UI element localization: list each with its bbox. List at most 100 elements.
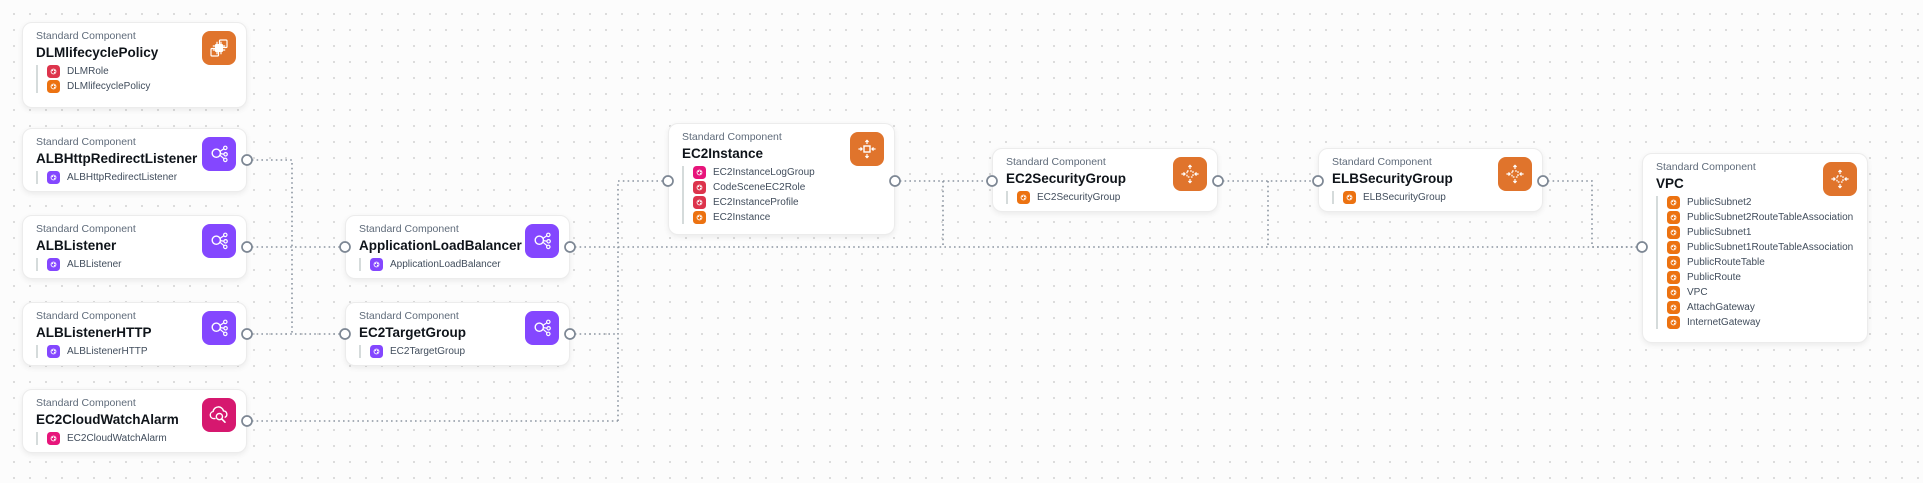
instance-profile-icon xyxy=(693,196,706,209)
component-title: EC2SecurityGroup xyxy=(1006,171,1127,186)
resource-item[interactable]: PublicRouteTable xyxy=(1667,256,1855,269)
resource-label: PublicSubnet2 xyxy=(1687,197,1752,208)
component-card-albhttpredirectlistener[interactable]: Standard Component ALBHttpRedirectListen… xyxy=(22,128,247,192)
component-card-ec2targetgroup[interactable]: Standard Component EC2TargetGroup EC2Tar… xyxy=(345,302,570,366)
card-header: Standard Component EC2SecurityGroup xyxy=(1006,156,1207,191)
resource-label: PublicSubnet1RouteTableAssociation xyxy=(1687,242,1854,253)
resource-label: ApplicationLoadBalancer xyxy=(390,259,501,270)
resource-item[interactable]: VPC xyxy=(1667,286,1855,299)
resource-label: ALBListenerHTTP xyxy=(67,346,148,357)
port-vpc-in[interactable] xyxy=(1636,241,1648,253)
port-ec2securitygroup-in[interactable] xyxy=(986,175,998,187)
resource-item[interactable]: EC2TargetGroup xyxy=(370,345,557,358)
resource-item[interactable]: PublicSubnet1 xyxy=(1667,226,1855,239)
component-card-alblistenerhttp[interactable]: Standard Component ALBListenerHTTP ALBLi… xyxy=(22,302,247,366)
resource-item[interactable]: AttachGateway xyxy=(1667,301,1855,314)
route-table-association-icon xyxy=(1667,241,1680,254)
resource-label: PublicRoute xyxy=(1687,272,1741,283)
component-type-label: Standard Component xyxy=(1006,156,1106,168)
port-ec2instance-in[interactable] xyxy=(662,175,674,187)
resource-item[interactable]: ALBListener xyxy=(47,258,234,271)
resource-label: EC2TargetGroup xyxy=(390,346,466,357)
resource-label: PublicSubnet1 xyxy=(1687,227,1752,238)
target-group-icon xyxy=(370,345,383,358)
vpc-icon xyxy=(1667,286,1680,299)
load-balancer-icon xyxy=(202,224,236,258)
resource-item[interactable]: ALBHttpRedirectListener xyxy=(47,171,234,184)
component-type-label: Standard Component xyxy=(359,223,459,235)
resource-item[interactable]: DLMRole xyxy=(47,65,234,78)
component-type-label: Standard Component xyxy=(36,30,136,42)
resource-item[interactable]: ELBSecurityGroup xyxy=(1343,191,1530,204)
resource-list: PublicSubnet2 PublicSubnet2RouteTableAss… xyxy=(1656,196,1855,329)
resource-item[interactable]: EC2Instance xyxy=(693,211,882,224)
cloudwatch-alarm-icon xyxy=(47,432,60,445)
resource-item[interactable]: DLMlifecyclePolicy xyxy=(47,80,234,93)
resource-item[interactable]: PublicSubnet2RouteTableAssociation xyxy=(1667,211,1855,224)
port-albhttpredirectlistener-out[interactable] xyxy=(241,154,253,166)
resource-item[interactable]: PublicSubnet1RouteTableAssociation xyxy=(1667,241,1855,254)
port-ec2instance-out[interactable] xyxy=(889,175,901,187)
resource-item[interactable]: EC2InstanceProfile xyxy=(693,196,882,209)
port-elbsecuritygroup-in[interactable] xyxy=(1312,175,1324,187)
resource-item[interactable]: PublicSubnet2 xyxy=(1667,196,1855,209)
card-header: Standard Component EC2TargetGroup xyxy=(359,310,559,345)
connection-riser-to-ec2instance xyxy=(617,180,668,421)
resource-item[interactable]: EC2CloudWatchAlarm xyxy=(47,432,234,445)
port-ec2cloudwatchalarm-out[interactable] xyxy=(241,415,253,427)
resource-item[interactable]: EC2SecurityGroup xyxy=(1017,191,1205,204)
lifecycle-policy-icon xyxy=(47,80,60,93)
component-card-alblistener[interactable]: Standard Component ALBListener ALBListen… xyxy=(22,215,247,279)
resource-label: EC2Instance xyxy=(713,212,771,223)
component-card-ec2cloudwatchalarm[interactable]: Standard Component EC2CloudWatchAlarm EC… xyxy=(22,389,247,453)
resource-list: ApplicationLoadBalancer xyxy=(359,258,557,271)
resource-item[interactable]: InternetGateway xyxy=(1667,316,1855,329)
resource-label: AttachGateway xyxy=(1687,302,1755,313)
resource-list: DLMRole DLMlifecyclePolicy xyxy=(36,65,234,93)
resource-label: DLMRole xyxy=(67,66,109,77)
listener-icon xyxy=(47,171,60,184)
card-header: Standard Component EC2CloudWatchAlarm xyxy=(36,397,236,432)
resource-label: CodeSceneEC2Role xyxy=(713,182,806,193)
resource-list: EC2SecurityGroup xyxy=(1006,191,1205,204)
component-title: ELBSecurityGroup xyxy=(1332,171,1453,186)
component-card-ec2securitygroup[interactable]: Standard Component EC2SecurityGroup EC2S… xyxy=(992,148,1218,212)
connection-albhttpredirect-trunk xyxy=(247,159,293,334)
gateway-attachment-icon xyxy=(1667,301,1680,314)
target-group-icon xyxy=(525,311,559,345)
load-balancer-icon xyxy=(525,224,559,258)
component-card-dlmlifecyclepolicy[interactable]: Standard Component DLMlifecyclePolicy DL… xyxy=(22,22,247,108)
port-ec2securitygroup-out[interactable] xyxy=(1212,175,1224,187)
component-type-label: Standard Component xyxy=(1656,161,1756,173)
port-alblistenerhttp-out[interactable] xyxy=(241,328,253,340)
port-alblistener-out[interactable] xyxy=(241,241,253,253)
resource-label: ALBListener xyxy=(67,259,122,270)
resource-item[interactable]: ALBListenerHTTP xyxy=(47,345,234,358)
component-title: EC2TargetGroup xyxy=(359,325,467,340)
port-elbsecuritygroup-out[interactable] xyxy=(1537,175,1549,187)
component-type-label: Standard Component xyxy=(36,223,136,235)
port-applicationloadbalancer-in[interactable] xyxy=(339,241,351,253)
component-card-elbsecuritygroup[interactable]: Standard Component ELBSecurityGroup ELBS… xyxy=(1318,148,1543,212)
component-type-label: Standard Component xyxy=(1332,156,1432,168)
port-ec2targetgroup-out[interactable] xyxy=(564,328,576,340)
security-group-icon xyxy=(1173,157,1207,191)
port-ec2targetgroup-in[interactable] xyxy=(339,328,351,340)
resource-item[interactable]: ApplicationLoadBalancer xyxy=(370,258,557,271)
resource-item[interactable]: CodeSceneEC2Role xyxy=(693,181,882,194)
security-group-icon xyxy=(1017,191,1030,204)
connection-elbsecuritygroup-to-vpc xyxy=(1543,180,1642,248)
component-card-vpc[interactable]: Standard Component VPC PublicSubnet2 Pub… xyxy=(1642,153,1868,343)
resource-item[interactable]: PublicRoute xyxy=(1667,271,1855,284)
component-title: EC2CloudWatchAlarm xyxy=(36,412,179,427)
resource-label: DLMlifecyclePolicy xyxy=(67,81,151,92)
card-header: Standard Component ApplicationLoadBalanc… xyxy=(359,223,559,258)
port-applicationloadbalancer-out[interactable] xyxy=(564,241,576,253)
component-card-applicationloadbalancer[interactable]: Standard Component ApplicationLoadBalanc… xyxy=(345,215,570,279)
component-card-ec2instance[interactable]: Standard Component EC2Instance EC2Instan… xyxy=(668,123,895,235)
resource-list: EC2InstanceLogGroup CodeSceneEC2Role EC2… xyxy=(682,166,882,224)
resource-item[interactable]: EC2InstanceLogGroup xyxy=(693,166,882,179)
component-type-label: Standard Component xyxy=(36,310,136,322)
